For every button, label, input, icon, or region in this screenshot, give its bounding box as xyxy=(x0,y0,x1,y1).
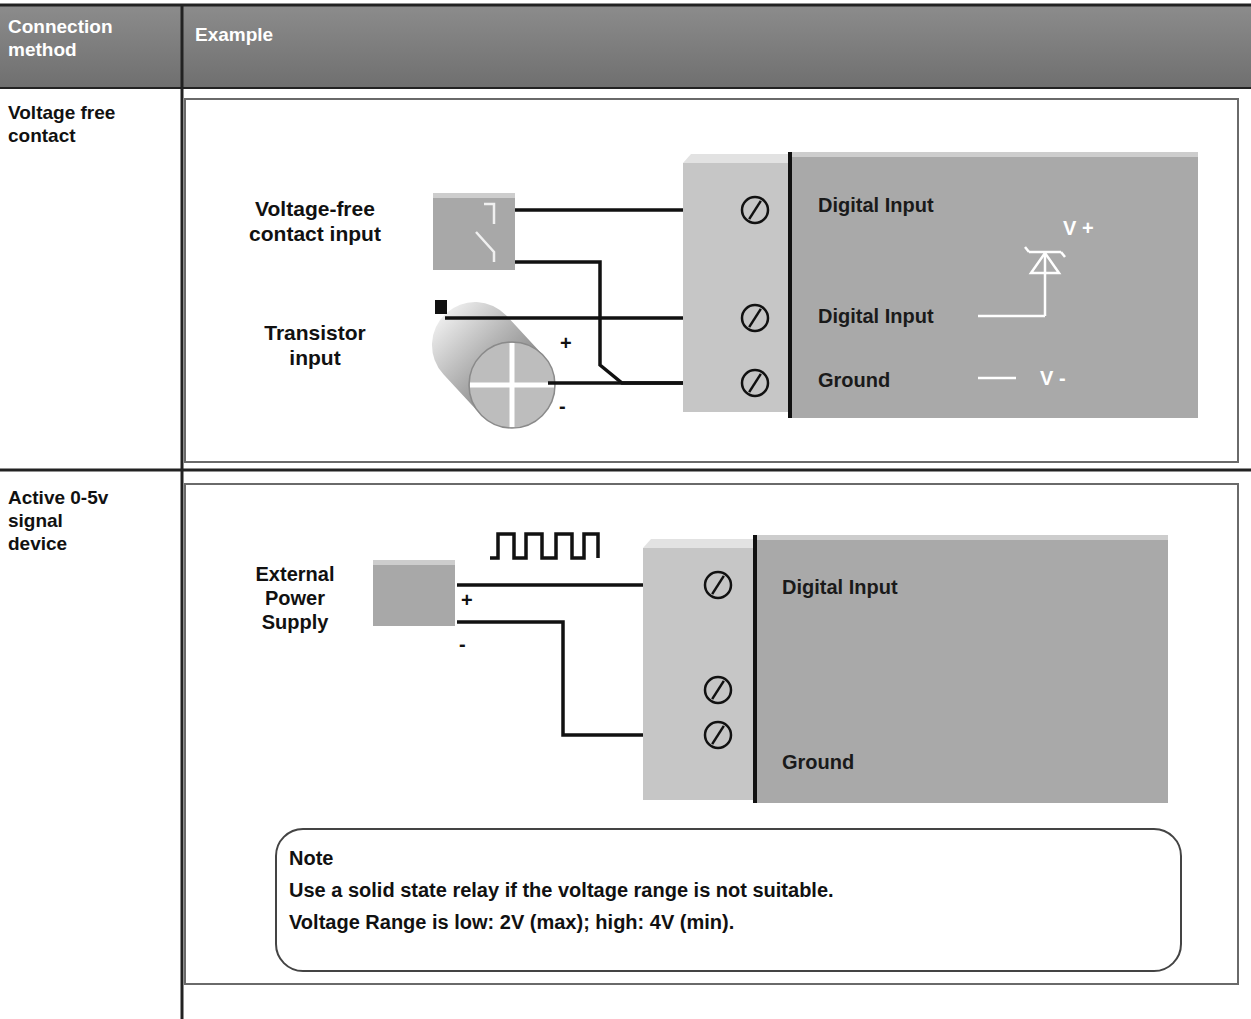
wire-stub xyxy=(548,381,560,385)
contact-housing xyxy=(433,193,515,270)
terminal-screw xyxy=(705,677,731,703)
node-label: External Power Supply xyxy=(240,562,350,634)
node-label: Transistor input xyxy=(250,320,380,370)
polarity-mark: + xyxy=(560,331,584,355)
supply-housing xyxy=(373,560,455,565)
contact-housing xyxy=(433,193,515,198)
terminal-block xyxy=(683,163,790,412)
device-housing xyxy=(790,152,1198,157)
row-label: Voltage free contact xyxy=(8,102,158,148)
device-housing xyxy=(755,535,1168,803)
terminal-screw xyxy=(742,370,768,396)
terminal-screw xyxy=(712,681,724,699)
supply-housing xyxy=(373,560,455,626)
terminal-screw xyxy=(749,201,761,219)
column-header: Connection method xyxy=(8,16,158,62)
example-panel xyxy=(185,99,1238,462)
device-body xyxy=(643,535,1168,803)
note-box: NoteUse a solid state relay if the volta… xyxy=(275,828,1182,972)
note-text: Voltage Range is low: 2V (max); high: 4V… xyxy=(289,906,1166,938)
row-label: Active 0-5v signal device xyxy=(8,487,118,555)
terminal-screw xyxy=(712,576,724,594)
controller-terminal: Digital Input V + Digital InputGround V - xyxy=(683,152,1198,418)
transistor-lead xyxy=(435,300,447,314)
polarity-mark: - xyxy=(559,394,583,418)
table-rule xyxy=(0,469,1251,472)
switch-symbol xyxy=(476,204,494,262)
node-label: Voltage-free contact input xyxy=(230,196,400,246)
terminal-screw xyxy=(749,374,761,392)
signal-wire xyxy=(457,583,643,587)
terminal-screw xyxy=(742,197,768,223)
polarity-mark: - xyxy=(459,632,483,656)
device-edge xyxy=(788,152,792,418)
controller-terminal: Digital InputGround xyxy=(643,535,1168,803)
terminal-block xyxy=(683,154,790,163)
note-heading: Note xyxy=(289,842,1166,874)
square-wave-symbol xyxy=(490,534,598,558)
signal-wire xyxy=(457,622,643,735)
table-rule xyxy=(0,87,1251,89)
header-row xyxy=(0,5,1251,88)
terminal-screw xyxy=(749,309,761,327)
device-body xyxy=(683,152,1198,418)
column-header: Example xyxy=(195,24,495,47)
node-label: V - xyxy=(1040,366,1100,390)
node-label: Digital Input xyxy=(782,575,932,599)
signal-wire xyxy=(560,316,683,320)
table-divider xyxy=(181,5,184,1019)
device-housing xyxy=(755,535,1168,540)
terminal-screw xyxy=(705,722,731,748)
device-edge xyxy=(753,535,757,803)
note-text: Use a solid state relay if the voltage r… xyxy=(289,874,1166,906)
transistor-face xyxy=(469,342,555,428)
transistor-face xyxy=(470,383,554,388)
diode-symbol xyxy=(978,247,1065,378)
terminal-screw xyxy=(705,572,731,598)
table-rule xyxy=(0,4,1251,7)
terminal-block xyxy=(643,539,755,548)
node-label: Digital Input xyxy=(818,193,968,217)
node-label: Digital Input xyxy=(818,304,968,328)
contact-input: Voltage-free contact input xyxy=(230,190,515,270)
transistor-input: Transistor input xyxy=(250,298,560,433)
node-label: Ground xyxy=(782,750,932,774)
example-panel xyxy=(185,484,1238,984)
terminal-screw xyxy=(712,726,724,744)
signal-wire xyxy=(560,381,683,385)
node-label: V + xyxy=(1063,216,1123,240)
terminal-block xyxy=(643,548,755,800)
node-label: Ground xyxy=(818,368,968,392)
power-supply: External Power Supply xyxy=(240,558,457,648)
wire-stub xyxy=(445,316,560,320)
device-housing xyxy=(790,152,1198,418)
terminal-screw xyxy=(742,305,768,331)
polarity-mark: + xyxy=(461,588,485,612)
signal-wire xyxy=(515,208,683,212)
